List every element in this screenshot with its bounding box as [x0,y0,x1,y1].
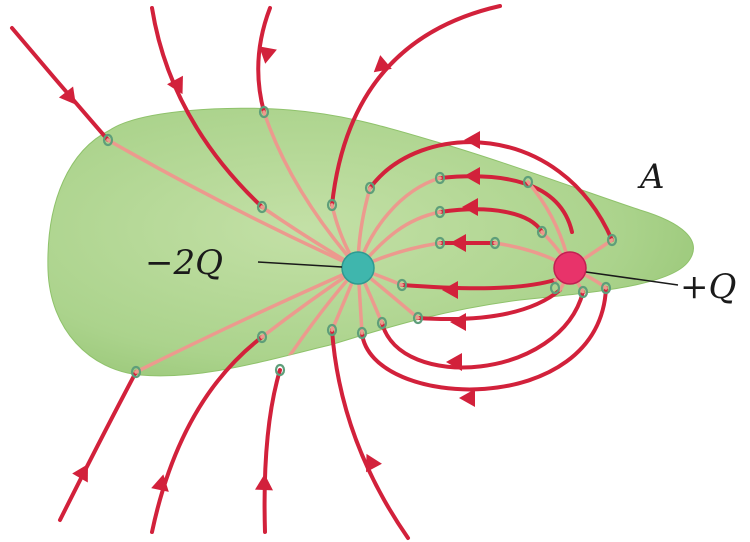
surface-crossing-icon [130,365,142,379]
surface-crossing-icon [536,225,548,239]
field-line [262,110,360,270]
surface-crossing-icon [396,278,408,292]
field-line [330,328,410,540]
surface-crossing-icon [274,363,286,377]
field-line [368,140,614,242]
surface-crossing-icon [412,311,424,325]
arrowhead-icon [462,198,478,216]
field-line [262,368,282,534]
negative-charge-leader [257,261,343,268]
surface-crossing-icon [364,181,376,195]
field-line [256,6,272,114]
negative-charge [341,251,375,285]
surface-crossing-icon [326,198,338,212]
surface-crossing-icon [606,233,618,247]
arrowhead-icon [151,474,169,492]
arrowhead-icon [366,453,382,473]
field-line [58,370,138,522]
arrowhead-icon [259,46,277,64]
field-line [150,335,264,534]
surface-crossing-icon [258,105,270,119]
field-line [150,6,264,209]
surface-crossing-icon [600,281,612,295]
surface-crossing-icon [356,326,368,340]
field-line [438,207,544,234]
arrowhead-icon [450,234,466,252]
surface-crossing-icon [434,236,446,250]
arrowhead-icon [464,131,480,149]
field-line [10,26,110,142]
arrowhead-icon [255,474,273,491]
surface-crossing-icon [376,316,388,330]
arrowhead-icon [459,389,475,407]
arrowhead-icon [446,353,462,371]
surface-crossing-icon [256,330,268,344]
positive-charge-leader [585,271,679,286]
surface-label: A [637,157,665,197]
surface-crossing-icon [102,133,114,147]
field-line [380,290,585,370]
surface-crossing-icon [577,285,589,299]
crossing-markers [102,105,618,379]
field-line [360,286,608,392]
field-line [416,288,562,322]
surface-crossing-icon [549,281,561,295]
arrowheads [58,46,480,492]
surface-crossing-icon [522,175,534,189]
surface-crossing-icon [434,205,446,219]
arrowhead-icon [450,313,466,331]
arrowhead-icon [373,55,392,73]
field-line [106,138,360,270]
arrowhead-icon [464,167,480,185]
arrowhead-icon [72,464,88,483]
surface-crossing-icon [256,200,268,214]
negative-charge-label: −2Q [145,243,223,283]
field-line [134,266,360,374]
field-line [400,278,557,291]
arrowhead-icon [442,281,458,299]
surface-crossing-icon [326,323,338,337]
arrowhead-icon [167,75,183,95]
field-lines-outside [10,4,614,540]
surface-crossing-icon [434,171,446,185]
arrowhead-icon [58,86,76,105]
surface-crossing-icon [489,236,501,250]
field-line [330,4,502,207]
positive-charge [553,251,587,285]
positive-charge-label: +Q [680,267,736,307]
